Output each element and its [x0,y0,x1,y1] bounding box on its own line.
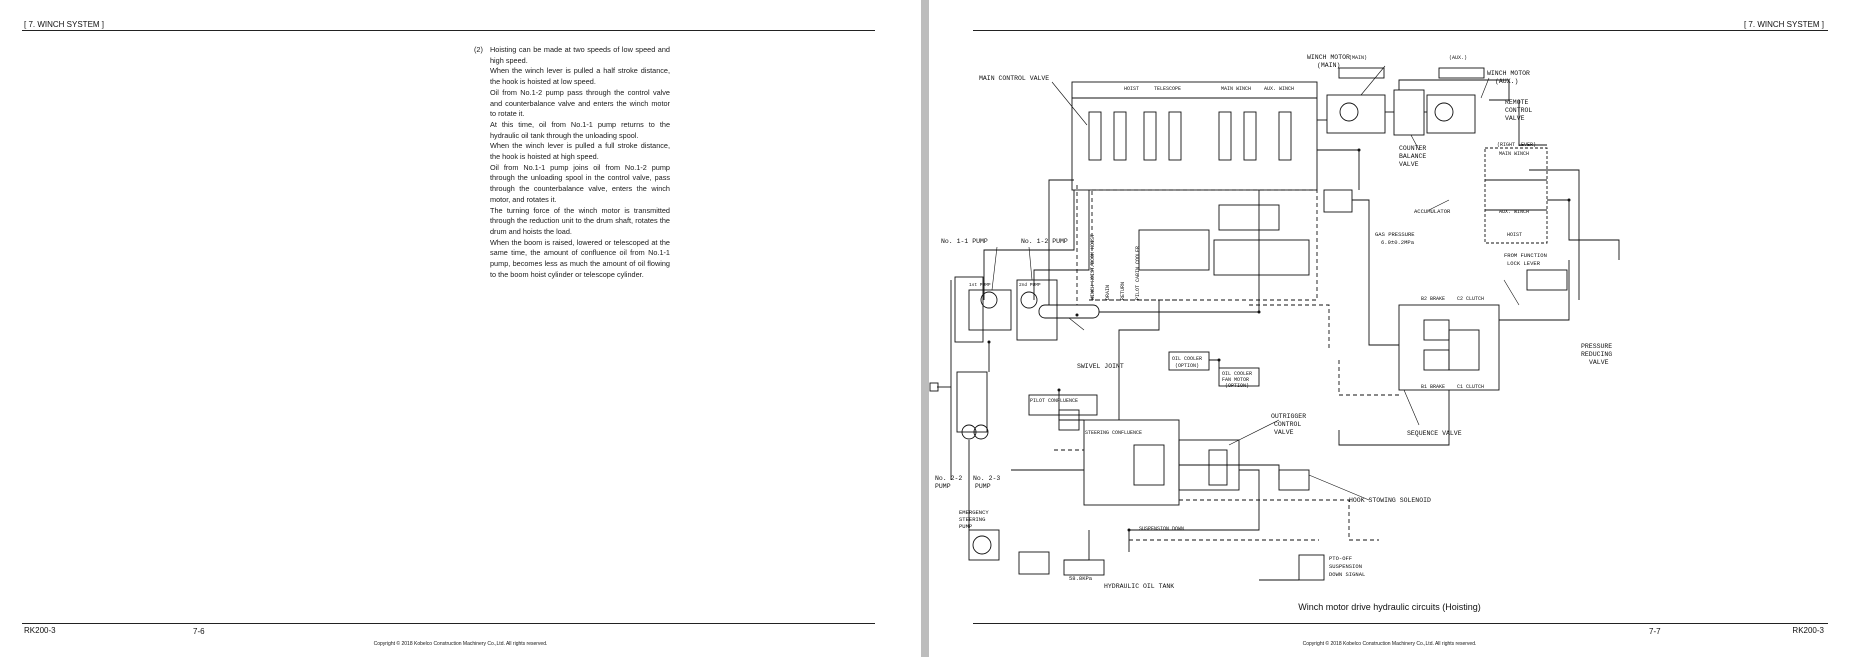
pto-off-label-2: SUSPENSION [1329,563,1362,570]
pressure-reducing-label-3: VALVE [1589,359,1609,366]
no12-pump-label: No. 1-2 PUMP [1021,238,1068,245]
oil-cooler-label: OIL COOLER [1172,356,1202,362]
footer-rule [22,623,875,624]
no22-pump-label-2: PUMP [935,483,951,490]
no22-pump-label-1: No. 2-2 [935,475,962,482]
winch-motor-main-label: WINCH MOTOR [1307,54,1350,61]
winch-vertical-label: WINCH HOIST/BOOM HOIST [1090,234,1096,300]
outrigger-label-1: OUTRIGGER [1271,413,1306,420]
item-number: (2) [474,45,483,54]
emergency-label-2: STEERING [959,516,985,523]
outrigger-label-2: CONTROL [1274,421,1301,428]
aux-winch-small: AUX. WINCH [1499,209,1529,215]
hydraulic-oil-tank-label: HYDRAULIC OIL TANK [1104,583,1174,590]
footer-rule [973,623,1828,624]
paragraph: When the winch lever is pulled a half st… [490,66,670,87]
sequence-valve-label: SEQUENCE VALVE [1407,430,1462,437]
b2-brake-label: B2 BRAKE [1421,296,1445,302]
lock-lever-label: LOCK LEVER [1507,260,1541,267]
main-winch-small: MAIN WINCH [1499,151,1529,157]
footer-model: RK200-3 [24,626,56,635]
counter-balance-label-3: VALVE [1399,161,1419,168]
right-page: [ 7. WINCH SYSTEM ] [929,0,1850,657]
pilot-vertical-label: PILOT CABIN COOLER [1135,246,1141,300]
oil-cooler-option: (OPTION) [1175,363,1199,369]
hook-stowing-label: HOOK STOWING SOLENOID [1349,497,1431,504]
main-control-valve-label: MAIN CONTROL VALVE [979,75,1049,82]
c2-clutch-label: C2 CLUTCH [1457,296,1484,302]
tank-pressure-value: 58.8KPa [1069,575,1093,582]
remote-control-label-3: VALVE [1505,115,1525,122]
gas-pressure-value: 6.9±0.2MPa [1381,239,1415,246]
header-rule [973,30,1828,31]
paragraph: Oil from No.1-2 pump pass through the co… [490,87,670,119]
emergency-label-3: PUMP [959,523,972,530]
paragraph: Oil from No.1-1 pump joins oil from No.1… [490,162,670,204]
left-page: [ 7. WINCH SYSTEM ] (2) Hoisting can be … [0,0,921,657]
header-rule [22,30,875,31]
pressure-reducing-label-1: PRESSURE [1581,343,1612,350]
hoist-small: HOIST [1507,232,1522,238]
counter-balance-label-2: BALANCE [1399,153,1426,160]
no11-pump-label: No. 1-1 PUMP [941,238,988,245]
telescope-label: TELESCOPE [1154,86,1181,92]
gas-pressure-label: GAS PRESSURE [1375,231,1415,238]
oil-cooler-fan-motor: FAN MOTOR [1222,377,1249,383]
paragraph: When the boom is raised, lowered or tele… [490,237,670,279]
b1-brake-label: B1 BRAKE [1421,384,1445,390]
first-pump-label: 1st PUMP [969,282,991,288]
pilot-confluence-label: PILOT CONFLUENCE [1030,398,1078,404]
emergency-label-1: EMERGENCY [959,509,989,516]
suspension-down-label: SUSPENSION DOWN [1139,526,1184,532]
winch-motor-aux-sub: (AUX.) [1495,78,1518,85]
second-pump-label: 2nd PUMP [1019,282,1041,288]
remote-control-label-1: REMOTE [1505,99,1529,106]
footer-model: RK200-3 [1792,626,1824,635]
outrigger-label-3: VALVE [1274,429,1294,436]
copyright: Copyright © 2018 Kobelco Construction Ma… [373,641,548,647]
aux-tag: (AUX.) [1449,55,1467,61]
oil-cooler-fan-label: OIL COOLER [1222,371,1252,377]
paragraph: When the winch lever is pulled a full st… [490,141,670,162]
hoist-label: HOIST [1124,86,1139,92]
from-function-label: FROM FUNCTION [1504,252,1547,259]
page-number: 7-6 [193,627,205,636]
drain-vertical-label: DRAIN [1105,285,1111,300]
body-text: (2) Hoisting can be made at two speeds o… [474,45,670,280]
return-vertical-label: RETURN [1120,282,1126,300]
no23-pump-label-2: PUMP [975,483,991,490]
pto-off-label-3: DOWN SIGNAL [1329,571,1365,578]
page-number: 7-7 [1649,627,1661,636]
aux-winch-label: AUX. WINCH [1264,86,1294,92]
no23-pump-label-1: No. 2-3 [973,475,1000,482]
main-winch-label: MAIN WINCH [1221,86,1251,92]
c1-clutch-label: C1 CLUTCH [1457,384,1484,390]
winch-motor-main-sub: (MAIN) [1317,62,1340,69]
paragraph: Hoisting can be made at two speeds of lo… [490,45,670,65]
winch-motor-aux-label: WINCH MOTOR [1487,70,1530,77]
paragraph: At this time, oil from No.1-1 pump retur… [490,119,670,140]
main-tag: (MAIN) [1349,55,1367,61]
pressure-reducing-label-2: REDUCING [1581,351,1612,358]
counter-balance-label-1: COUNTER [1399,145,1426,152]
right-lever-label: (RIGHT LEVER) [1497,142,1536,148]
swivel-joint-label: SWIVEL JOINT [1077,363,1124,370]
oil-cooler-fan-option: (OPTION) [1225,383,1249,389]
section-header: [ 7. WINCH SYSTEM ] [24,20,105,29]
remote-control-label-2: CONTROL [1505,107,1532,114]
paragraph: The turning force of the winch motor is … [490,205,670,236]
figure-caption: Winch motor drive hydraulic circuits (Ho… [1298,602,1481,612]
swivel-joint-symbol [1038,304,1100,319]
accumulator-label: ACCUMULATOR [1414,208,1451,215]
steering-confluence-label: STEERING CONFLUENCE [1085,430,1142,436]
main-control-valve-block [1071,81,1318,191]
hydraulic-circuit-diagram: MAIN CONTROL VALVE HOIST TELESCOPE MAIN … [929,54,1620,590]
copyright: Copyright © 2018 Kobelco Construction Ma… [1302,641,1477,647]
section-header: [ 7. WINCH SYSTEM ] [1743,20,1824,29]
pto-off-label-1: PTO-OFF [1329,555,1352,562]
